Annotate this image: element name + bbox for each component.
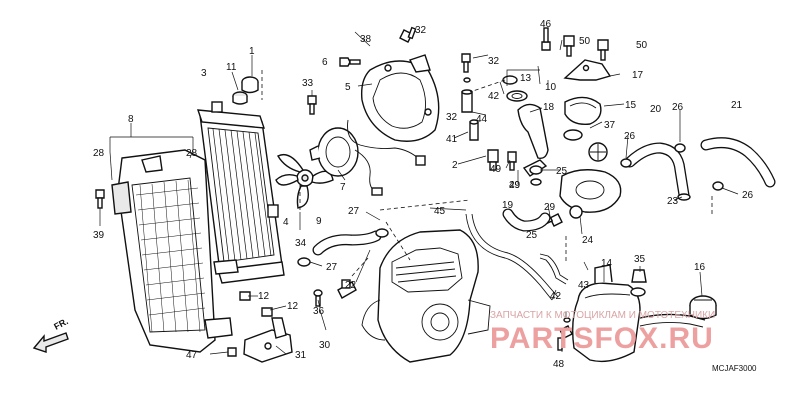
callout-32a: 32 — [415, 25, 427, 36]
callout-18: 18 — [543, 102, 555, 113]
assembly-lines — [261, 70, 713, 277]
siphon-tube-45 — [465, 213, 559, 301]
callout-13: 13 — [520, 73, 532, 84]
radiator-cap-group — [232, 76, 259, 105]
hose-21 — [700, 137, 776, 188]
callout-37: 37 — [604, 120, 616, 131]
watermark-logo: PARTSFOX.RU — [490, 322, 714, 355]
callout-labels: 1 2 3 4 5 6 7 8 9 10 11 12 12 13 14 15 1… — [93, 19, 754, 370]
callout-44: 44 — [476, 114, 488, 125]
callout-5: 5 — [345, 82, 351, 93]
water-pump-cover — [507, 151, 622, 228]
callout-30: 30 — [319, 340, 331, 351]
bracket-17 — [541, 27, 612, 81]
direction-label: FR. — [52, 316, 69, 332]
hose-19 — [502, 208, 551, 232]
callout-49b: 49 — [509, 180, 521, 191]
callout-16: 16 — [694, 262, 706, 273]
callout-26a: 26 — [672, 102, 684, 113]
overflow-hose-43 — [539, 253, 569, 285]
fan-motor — [309, 127, 383, 196]
watermark-caption: ЗАПЧАСТИ К МОТОЦИКЛАМ И МОТОТЕХНИКИ — [490, 310, 715, 321]
reserve-tank — [571, 264, 706, 363]
callout-28a: 28 — [93, 148, 105, 159]
callout-17: 17 — [632, 70, 644, 81]
callout-1: 1 — [249, 46, 255, 57]
radiator-shroud — [111, 149, 233, 353]
callout-29a: 29 — [544, 202, 556, 213]
reserve-tank-cap — [689, 295, 717, 320]
bolts-upper — [307, 26, 471, 115]
callout-9: 9 — [316, 216, 322, 227]
hose-20 — [624, 142, 690, 201]
callout-7: 7 — [340, 182, 346, 193]
callout-29b: 29 — [509, 180, 521, 191]
callout-27a: 27 — [348, 206, 360, 217]
callout-23: 23 — [667, 196, 679, 207]
callout-33: 33 — [302, 78, 314, 89]
radiator-core — [196, 101, 285, 284]
joint-pipes — [461, 89, 499, 171]
callout-48: 48 — [553, 359, 565, 370]
callout-36: 36 — [313, 306, 325, 317]
leader-lines — [99, 31, 739, 355]
callout-24: 24 — [582, 235, 594, 246]
callout-19: 19 — [502, 200, 514, 211]
callout-2: 2 — [452, 160, 458, 171]
engine — [361, 229, 491, 363]
callout-8: 8 — [128, 114, 134, 125]
callout-12a: 12 — [258, 291, 270, 302]
callout-41: 41 — [446, 134, 458, 145]
callout-15: 15 — [625, 100, 637, 111]
hose-22 — [297, 228, 389, 267]
front-direction-arrow: FR. — [32, 316, 70, 353]
callout-3: 3 — [201, 68, 207, 79]
callout-27b: 27 — [326, 262, 338, 273]
callout-43: 43 — [578, 280, 590, 291]
callout-25b: 25 — [526, 230, 538, 241]
callout-39: 39 — [93, 230, 105, 241]
callout-20: 20 — [650, 104, 662, 115]
callout-10: 10 — [545, 82, 557, 93]
callout-12b: 12 — [287, 301, 299, 312]
callout-25a: 25 — [556, 166, 568, 177]
fan-shroud — [347, 54, 440, 166]
callout-32b: 32 — [488, 56, 500, 67]
thermostat-housing — [502, 75, 608, 177]
callout-14: 14 — [601, 258, 613, 269]
callout-35: 35 — [634, 254, 646, 265]
callout-45: 45 — [434, 206, 446, 217]
callout-26c: 26 — [742, 190, 754, 201]
callout-6: 6 — [322, 57, 328, 68]
callout-22: 22 — [345, 280, 357, 291]
callout-50b: 50 — [636, 40, 648, 51]
callout-28b: 28 — [186, 148, 198, 159]
callout-49a: 49 — [490, 164, 502, 175]
callout-46: 46 — [540, 19, 552, 30]
screws-lower — [557, 317, 573, 351]
callout-47: 47 — [186, 350, 198, 361]
diagram-code: MCJAF3000 — [712, 364, 757, 373]
callout-4: 4 — [283, 217, 289, 228]
callout-42a: 42 — [488, 91, 500, 102]
callout-38: 38 — [360, 34, 372, 45]
callout-50a: 50 — [579, 36, 591, 47]
callout-26b: 26 — [624, 131, 636, 142]
callout-42b: 42 — [550, 291, 562, 302]
watermark: ЗАПЧАСТИ К МОТОЦИКЛАМ И МОТОТЕХНИКИ PART… — [490, 310, 715, 355]
callout-31: 31 — [295, 350, 307, 361]
hose-clamps-26 — [620, 143, 724, 201]
callout-21: 21 — [731, 100, 743, 111]
callout-32c: 32 — [446, 112, 458, 123]
callout-34: 34 — [295, 238, 307, 249]
callout-11: 11 — [226, 62, 237, 73]
